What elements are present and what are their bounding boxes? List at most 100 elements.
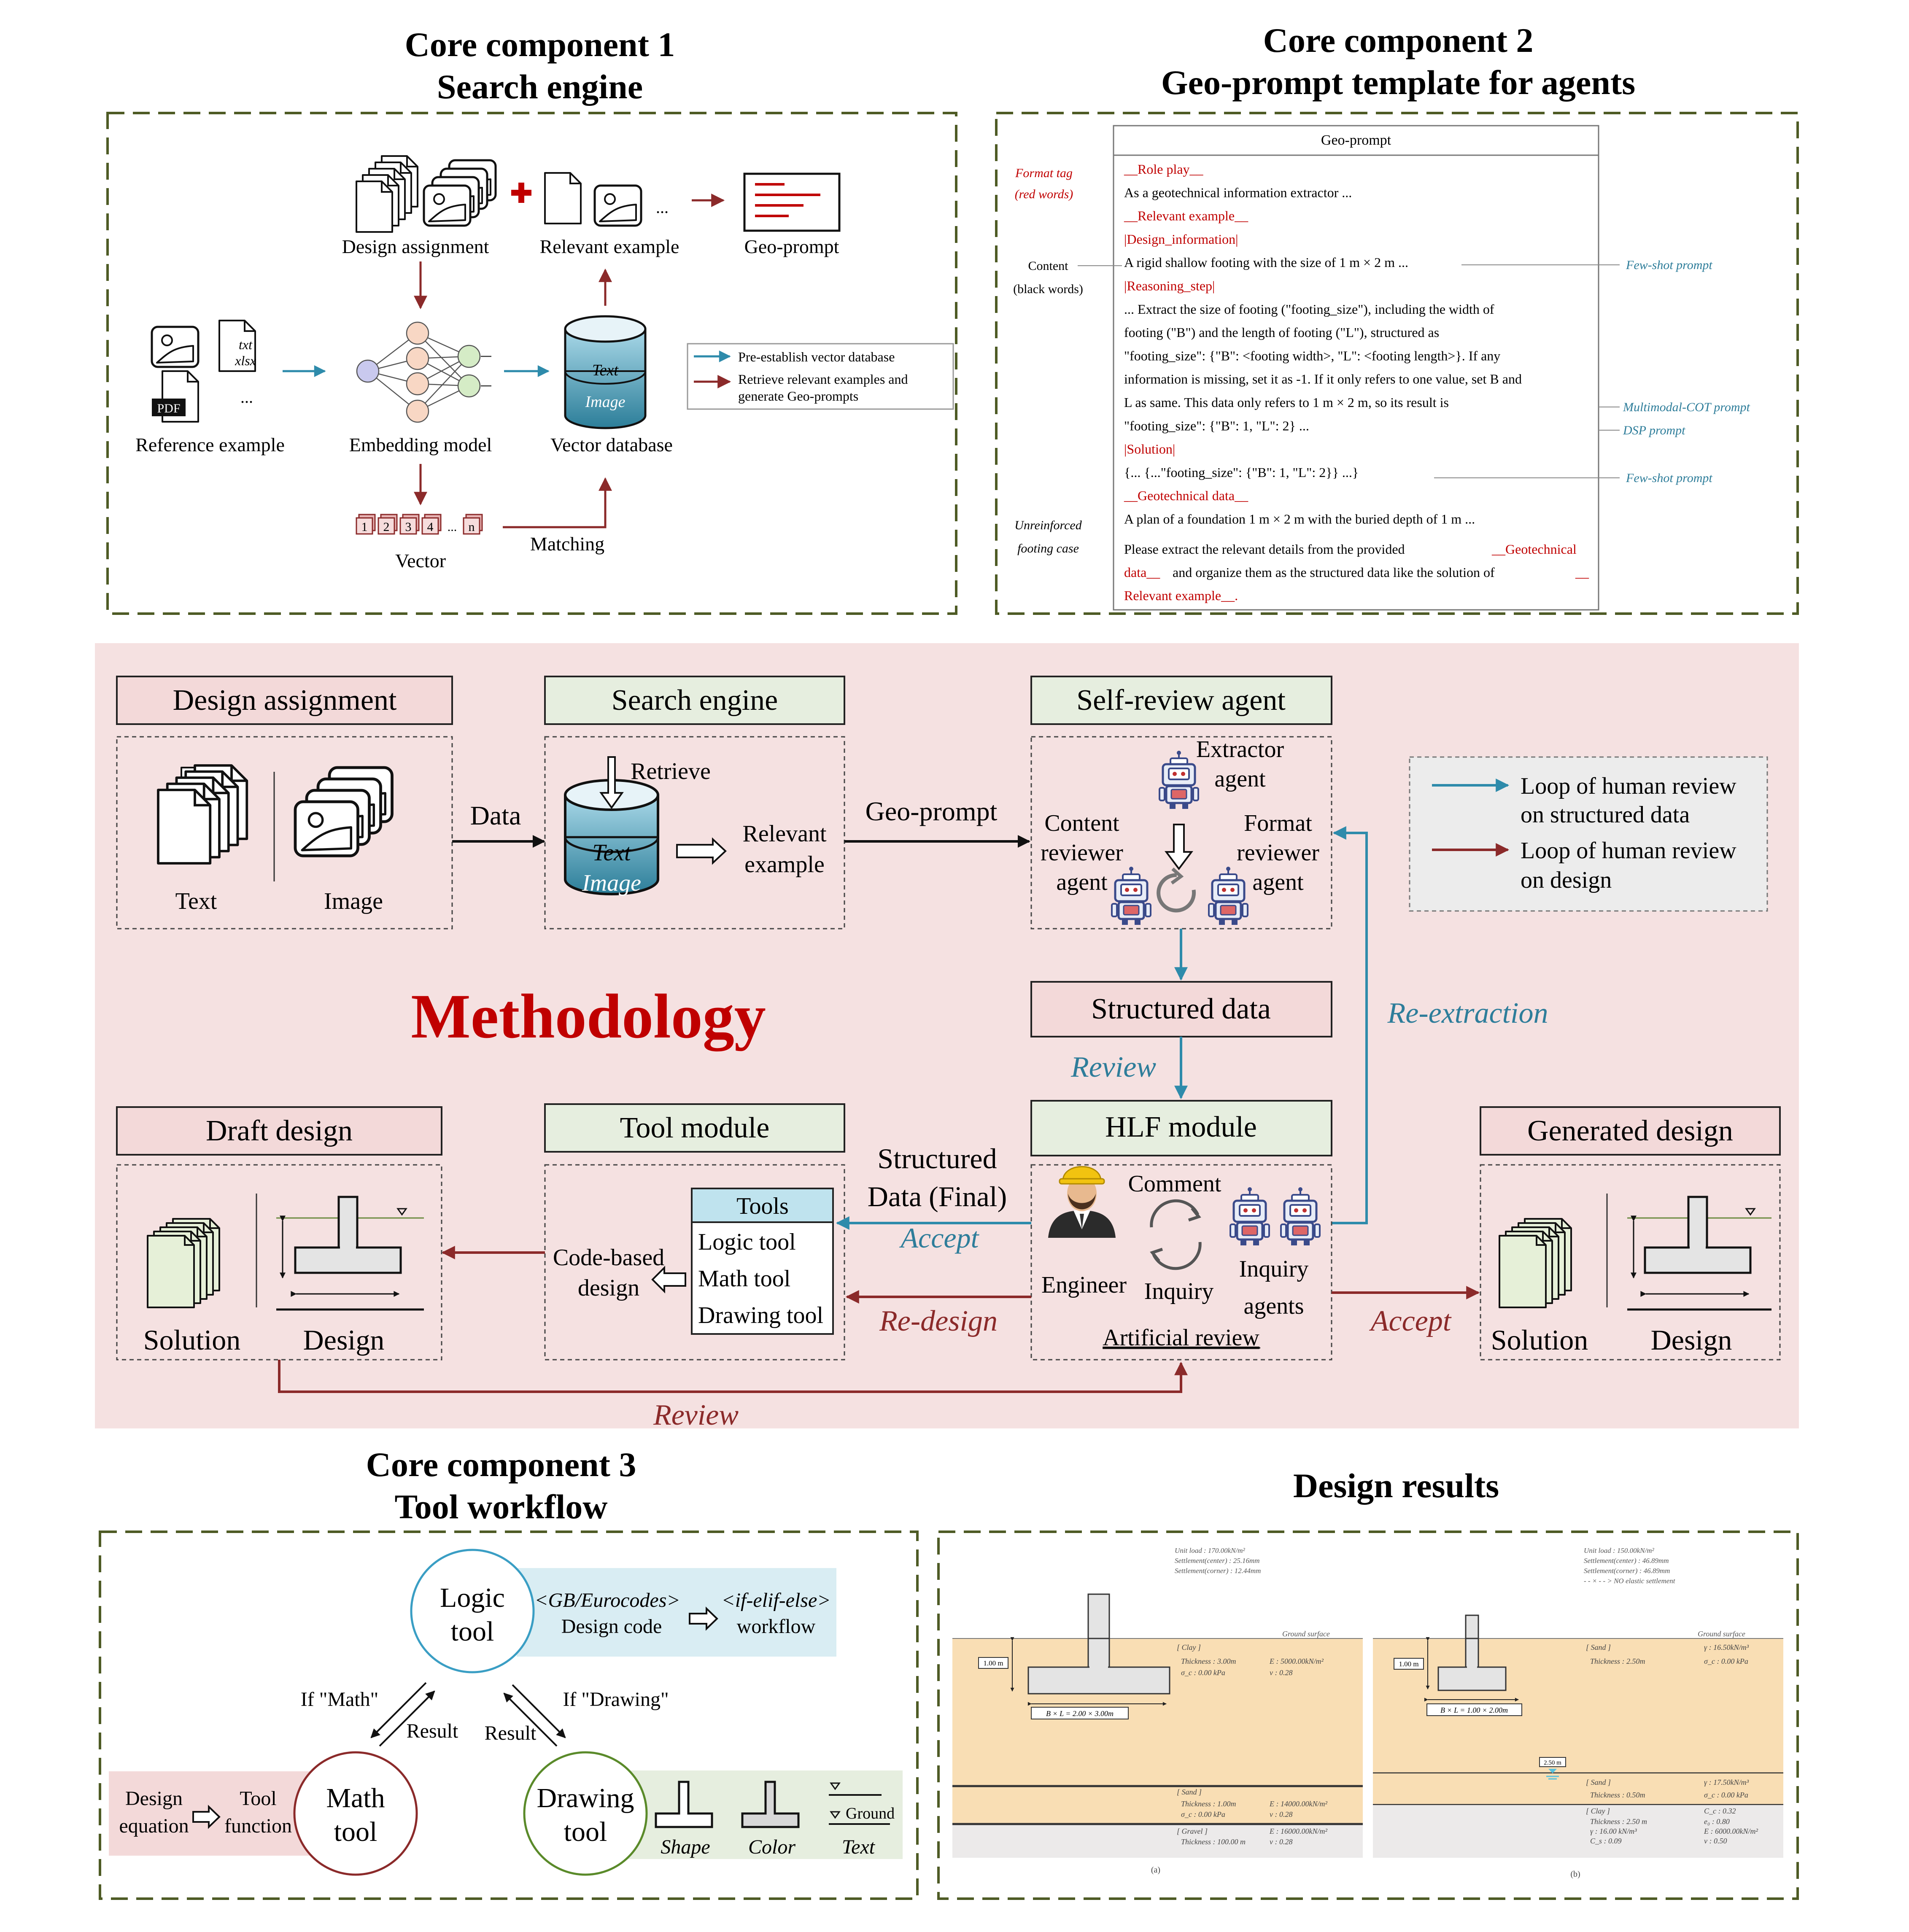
engineer-label: Engineer <box>1041 1272 1127 1298</box>
svg-text:Thickness : 2.50 m: Thickness : 2.50 m <box>1590 1817 1647 1826</box>
svg-text:Unit load : 170.00kN/m²: Unit load : 170.00kN/m² <box>1175 1547 1245 1555</box>
cc1-dashed-frame <box>106 112 957 615</box>
vector-cell <box>377 517 395 535</box>
inquiry-agents-label-1: Inquiry <box>1239 1256 1309 1282</box>
relevant-example-image-icon <box>595 186 641 226</box>
core-component-1: Core component 1 Search engine Design as… <box>106 25 957 615</box>
engineer-icon <box>1048 1166 1116 1238</box>
reference-txt-file-icon: txt xlsx <box>218 320 256 372</box>
vector-cell <box>399 517 417 535</box>
cc1-title-1: Core component 1 <box>405 25 675 64</box>
svg-text:[ Clay ]: [ Clay ] <box>1586 1807 1610 1815</box>
vector-cell-label: n <box>469 520 475 534</box>
cc1-design-assignment-label: Design assignment <box>342 236 489 257</box>
svg-text:Drawing: Drawing <box>537 1783 634 1813</box>
svg-text:on structured data: on structured data <box>1521 802 1690 828</box>
geo-prompt-last-line-2: data__and organize them as the structure… <box>1124 565 1589 580</box>
vector-cell-label: 2 <box>383 520 390 534</box>
geo-prompt-label: Geo-prompt <box>866 796 998 826</box>
cycle-arrows-icon <box>1150 1199 1202 1270</box>
svg-text:Thickness : 1.00m: Thickness : 1.00m <box>1181 1800 1236 1808</box>
cc1-vector-label: Vector <box>395 550 446 571</box>
if-math-label: If "Math" <box>301 1688 378 1711</box>
geo-prompt-doc-icon <box>743 172 841 232</box>
svg-text:tool: tool <box>564 1816 607 1847</box>
cc1-geo-prompt-label: Geo-prompt <box>744 236 839 257</box>
text-label: Text <box>842 1836 876 1858</box>
vector-cell-label: 3 <box>405 520 412 534</box>
svg-text:(black words): (black words) <box>1013 282 1083 296</box>
svg-text:C_c : 0.32: C_c : 0.32 <box>1704 1807 1736 1815</box>
tool-drawing: Drawing tool <box>698 1302 823 1328</box>
cc1-matching-label: Matching <box>530 533 604 555</box>
svg-text:E : 14000.00kN/m²: E : 14000.00kN/m² <box>1269 1800 1327 1808</box>
if-drawing-label: If "Drawing" <box>563 1688 669 1711</box>
svg-text:- - × - - > NO elastic settlem: - - × - - > NO elastic settlement <box>1584 1577 1676 1585</box>
tool-math: Math tool <box>698 1266 790 1292</box>
self-review-header <box>1030 676 1332 725</box>
geo-prompt-line: ... Extract the size of footing ("footin… <box>1124 302 1494 317</box>
artificial-review-label: Artificial review <box>1103 1325 1259 1351</box>
reference-image-icon <box>152 327 198 367</box>
cc2-right-annotations: Few-shot prompt Multimodal-COT prompt DS… <box>1434 258 1750 485</box>
vector-database-icon: Text Image <box>564 315 647 429</box>
cc1-title-2: Search engine <box>437 67 643 106</box>
color-icon <box>741 1781 800 1828</box>
review-loop-label: Review <box>653 1399 739 1431</box>
svg-text:Thickness : 3.00m: Thickness : 3.00m <box>1181 1657 1236 1665</box>
svg-text:B × L = 2.00 × 3.00m: B × L = 2.00 × 3.00m <box>1046 1709 1114 1718</box>
color-label: Color <box>748 1836 795 1858</box>
pdf-file-icon: PDF <box>152 370 199 423</box>
design-equation-label-2: equation <box>119 1815 189 1837</box>
geo-prompt-last-line-1: Please extract the relevant details from… <box>1124 542 1577 557</box>
search-engine-header <box>544 676 845 725</box>
inquiry-label: Inquiry <box>1144 1278 1214 1304</box>
logic-tool-node <box>410 1549 535 1673</box>
draft-solution-label: Solution <box>143 1324 241 1356</box>
draft-design-label: Design <box>303 1324 385 1356</box>
method-database-icon: Text Image <box>564 779 659 896</box>
svg-text:Image: Image <box>582 870 641 896</box>
content-reviewer-label-1: Content <box>1044 810 1119 836</box>
design-assignment-header <box>116 676 453 725</box>
svg-text:Ground: Ground <box>846 1805 895 1822</box>
generated-solution-docs-icon <box>1499 1219 1571 1307</box>
svg-text:(red words): (red words) <box>1015 187 1073 201</box>
svg-text:ν : 0.28: ν : 0.28 <box>1270 1668 1292 1677</box>
svg-text:Content: Content <box>1028 259 1069 273</box>
svg-text:HLF module: HLF module <box>1105 1111 1257 1143</box>
accept-generated-label: Accept <box>1369 1305 1452 1337</box>
tool-logic: Logic tool <box>698 1229 796 1255</box>
retrieve-arrow-icon <box>599 756 624 809</box>
geo-prompt-line: L as same. This data only refers to 1 m … <box>1124 395 1449 410</box>
geo-prompt-line: footing ("B") and the length of footing … <box>1124 325 1439 340</box>
code-based-label-1: Code-based <box>553 1245 664 1271</box>
if-elif-label: <if-elif-else> <box>721 1589 830 1611</box>
tool-module-header <box>544 1103 845 1153</box>
svg-text:C_s : 0.09: C_s : 0.09 <box>1590 1837 1622 1845</box>
svg-text:[ Sand ]: [ Sand ] <box>1586 1643 1611 1652</box>
svg-text:Text: Text <box>592 840 631 866</box>
geo-prompt-line: "footing_size": {"B": 1, "L": 2} ... <box>1124 418 1309 433</box>
geo-prompt-line: __Role play__ <box>1124 162 1204 177</box>
svg-text:Unit load : 150.00kN/m²: Unit load : 150.00kN/m² <box>1584 1547 1654 1555</box>
geo-prompt-line: |Solution| <box>1124 442 1175 457</box>
geo-prompt-line: "footing_size": {"B": <footing width>, "… <box>1124 348 1500 363</box>
svg-text:[ Sand ]: [ Sand ] <box>1586 1778 1611 1786</box>
geo-prompt-last-line-3: Relevant example__. <box>1124 588 1238 603</box>
embedding-model-icon <box>356 321 491 423</box>
draft-design-panel <box>116 1164 442 1361</box>
vector-cell <box>356 517 373 535</box>
plus-icon <box>511 183 531 203</box>
methodology-legend: Loop of human review on structured data … <box>1409 756 1768 912</box>
svg-text:Few-shot prompt: Few-shot prompt <box>1626 258 1712 272</box>
accept-label: Accept <box>899 1222 980 1254</box>
code-based-label-2: design <box>578 1275 639 1301</box>
vector-cell <box>421 517 439 535</box>
math-tool-node <box>293 1751 418 1876</box>
svg-text:Format tag: Format tag <box>1015 166 1073 180</box>
generated-design-panel <box>1480 1164 1781 1361</box>
cc2-title-2: Geo-prompt template for agents <box>1161 63 1635 102</box>
geo-prompt-lines: __Role play__As a geotechnical informati… <box>1124 162 1522 527</box>
svg-text:1.00 m: 1.00 m <box>983 1659 1003 1667</box>
